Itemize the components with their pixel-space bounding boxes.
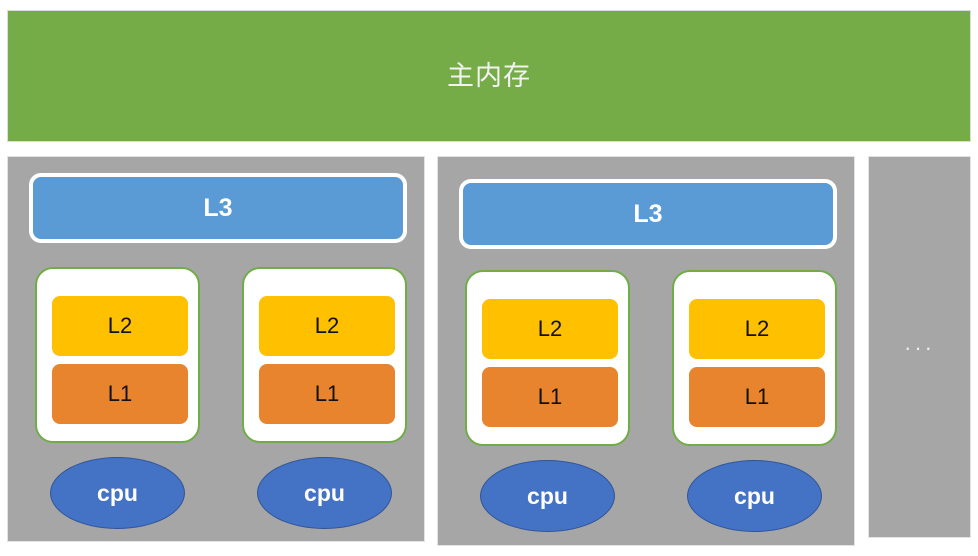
cpu-core-unit-1-0: cpu <box>480 460 615 532</box>
cpu-socket-1: L3 L2 L1 cpu L2 L1 cpu <box>437 156 855 546</box>
l2-cache-label: L2 <box>107 313 133 338</box>
l1-cache-label: L1 <box>107 381 133 406</box>
l2-cache-block: L2 <box>52 296 188 356</box>
cpu-label: cpu <box>527 482 568 509</box>
cpu-core-1-1: L2 L1 <box>672 270 837 446</box>
l1-cache-block: L1 <box>52 364 188 424</box>
l1-cache-block: L1 <box>689 367 825 427</box>
cpu-core-unit-1-1: cpu <box>687 460 822 532</box>
cpu-core-unit-0-0: cpu <box>50 457 185 529</box>
main-memory-label: 主内存 <box>447 60 531 91</box>
l3-cache-label: L3 <box>633 199 663 228</box>
l1-cache-label: L1 <box>744 384 770 409</box>
cpu-core-0-0: L2 L1 <box>35 267 200 443</box>
l2-cache-label: L2 <box>537 316 563 341</box>
ellipsis-icon: ··· <box>904 335 935 360</box>
l3-cache-label: L3 <box>203 193 233 222</box>
cpu-core-0-1: L2 L1 <box>242 267 407 443</box>
l2-cache-block: L2 <box>259 296 395 356</box>
l2-cache-block: L2 <box>482 299 618 359</box>
cpu-label: cpu <box>97 479 138 506</box>
l3-cache-socket-0: L3 <box>29 173 407 243</box>
l2-cache-label: L2 <box>314 313 340 338</box>
cpu-socket-0: L3 L2 L1 cpu L2 L1 cpu <box>7 156 425 542</box>
l1-cache-label: L1 <box>314 381 340 406</box>
ellipsis-wrap: ··· <box>869 337 970 360</box>
cpu-core-unit-0-1: cpu <box>257 457 392 529</box>
l1-cache-block: L1 <box>482 367 618 427</box>
cpu-label: cpu <box>304 479 345 506</box>
additional-sockets-placeholder: ··· <box>868 156 971 538</box>
cpu-core-1-0: L2 L1 <box>465 270 630 446</box>
l1-cache-block: L1 <box>259 364 395 424</box>
l1-cache-label: L1 <box>537 384 563 409</box>
l2-cache-label: L2 <box>744 316 770 341</box>
l2-cache-block: L2 <box>689 299 825 359</box>
main-memory-block: 主内存 <box>7 10 971 142</box>
l3-cache-socket-1: L3 <box>459 179 837 249</box>
cpu-label: cpu <box>734 482 775 509</box>
